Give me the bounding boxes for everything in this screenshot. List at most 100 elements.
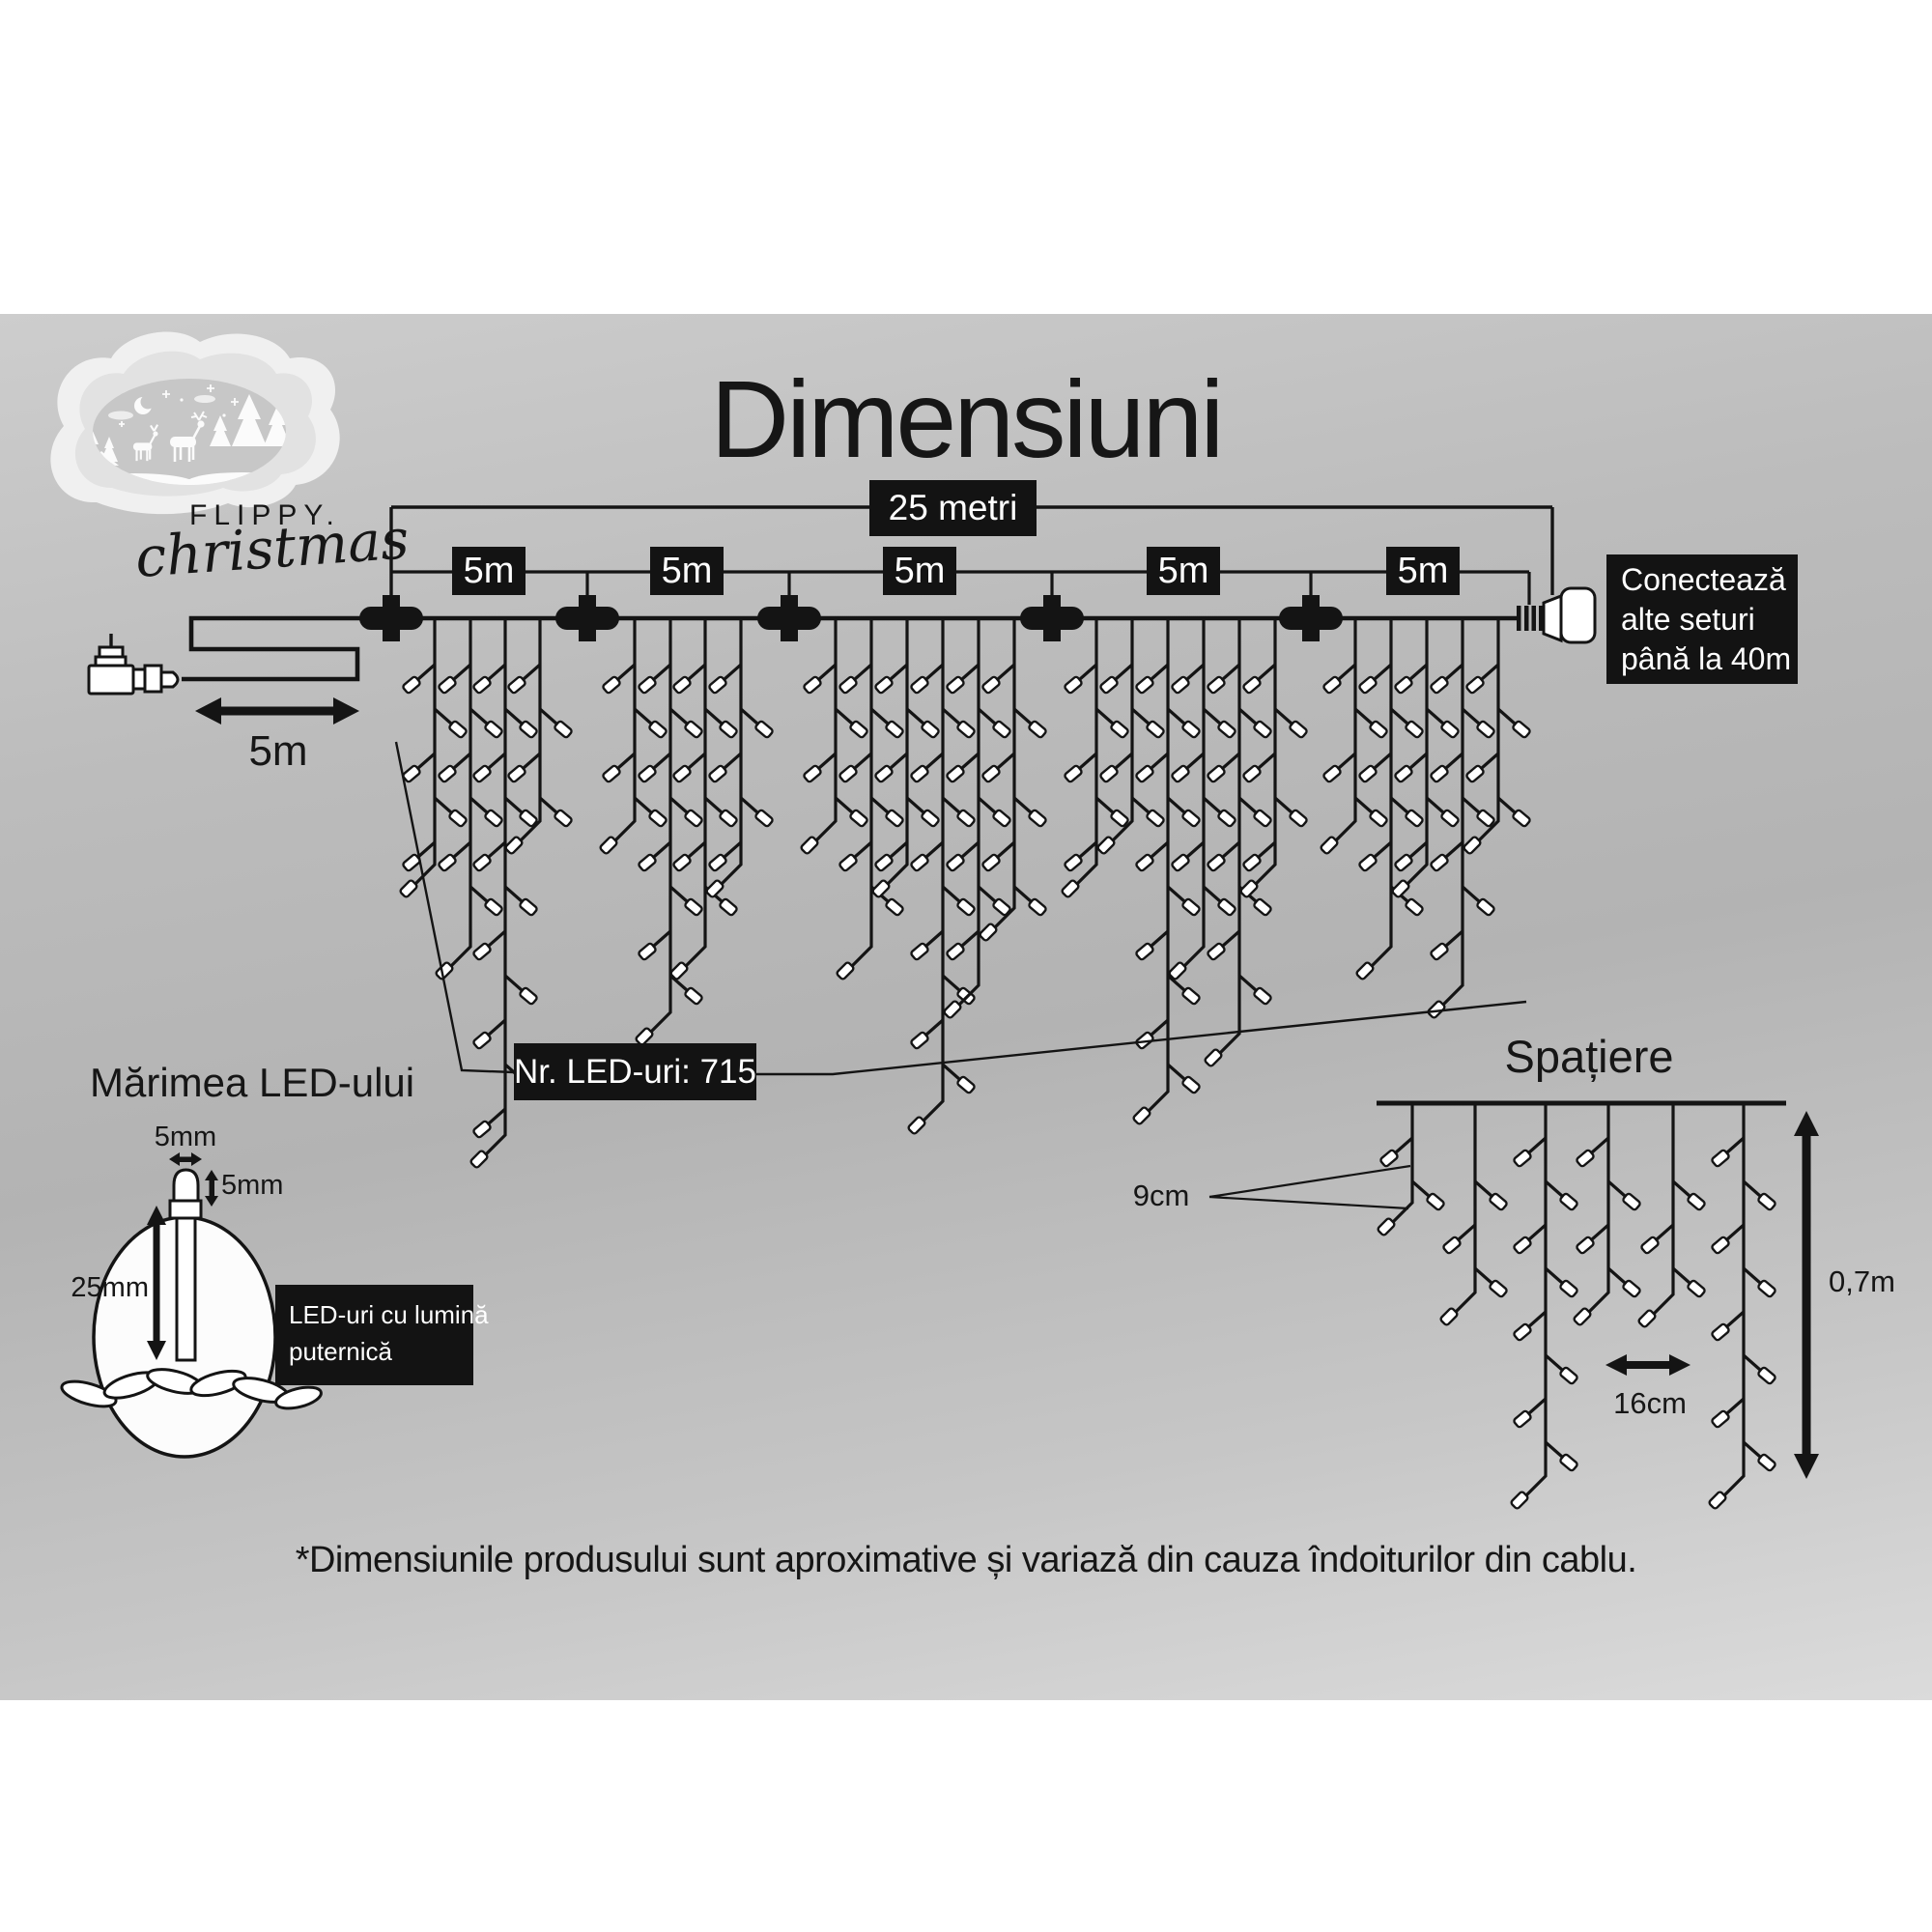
led-bulb [1207, 942, 1226, 961]
segment-length-badge: 5m [1386, 547, 1460, 595]
gap-pointer-lines [1208, 1164, 1411, 1210]
led-bulb [956, 720, 976, 739]
led-bulb [1253, 720, 1272, 739]
led-bulb [672, 764, 692, 783]
led-bulb [1207, 853, 1226, 872]
led-bulb [1171, 853, 1190, 872]
led-bulb [484, 897, 503, 917]
cable-connector-blob [555, 607, 619, 630]
icicle-strand [519, 620, 542, 842]
led-length-arrow-25mm [147, 1206, 166, 1360]
icicle-strand [850, 620, 873, 968]
spacing-gap-label: 9cm [1132, 1179, 1190, 1212]
twisted-cable-icon [60, 1368, 323, 1410]
led-bulb [504, 836, 524, 855]
led-bulb [1489, 1279, 1508, 1298]
led-bulb [1573, 1307, 1592, 1326]
led-bulb [803, 764, 822, 783]
led-width-label: 5mm [154, 1122, 217, 1152]
led-bulb [838, 764, 858, 783]
led-bulb [719, 809, 738, 828]
spacing-strands [1377, 1105, 1776, 1510]
cable-connector-blob [1020, 607, 1084, 630]
led-bulb [803, 675, 822, 695]
led-bulb [1440, 809, 1460, 828]
led-bulb [1513, 1409, 1532, 1429]
lead-cable [182, 615, 391, 682]
led-bulb [1358, 675, 1378, 695]
icicle-strand [720, 620, 743, 886]
led-bulb [921, 720, 940, 739]
led-bulb [1181, 986, 1201, 1006]
led-bulb [1757, 1366, 1776, 1385]
led-bulb [1513, 1149, 1532, 1168]
led-bulb [1217, 720, 1236, 739]
led-bulb [1181, 809, 1201, 828]
led-bulb [1476, 897, 1495, 917]
icicle-strand [1441, 620, 1464, 1007]
connect-note-line: Conectează [1621, 562, 1786, 597]
led-note-badge: LED-uri cu lumină puternică [275, 1285, 489, 1385]
led-bulb [910, 1031, 929, 1050]
led-bulb-drawing [168, 1168, 203, 1362]
led-bulb [946, 942, 965, 961]
icicle-strand [993, 620, 1016, 929]
led-bulb [1426, 1192, 1445, 1211]
led-bulb [684, 809, 703, 828]
led-bulb [979, 923, 998, 942]
led-bulb [472, 1120, 492, 1139]
led-bulb [1355, 961, 1375, 980]
total-length-badge: 25 metri [869, 480, 1037, 536]
led-bulb [448, 809, 468, 828]
led-count-pointers [394, 741, 1527, 1076]
pitch-arrow [1605, 1354, 1690, 1376]
led-bulb [1289, 720, 1308, 739]
led-bulb [1379, 1149, 1399, 1168]
led-bulb [1171, 764, 1190, 783]
led-bulb [602, 764, 621, 783]
led-bulb [519, 897, 538, 917]
led-bulb [635, 1027, 654, 1046]
led-bulb [1110, 720, 1129, 739]
led-bulb [399, 879, 418, 898]
led-bulb [472, 675, 492, 695]
led-bulb [1217, 809, 1236, 828]
led-bulb [1405, 809, 1424, 828]
spacing-drop-label: 0,7m [1829, 1264, 1895, 1298]
led-bulb [1442, 1236, 1462, 1255]
led-bulb [956, 897, 976, 917]
gray-gradient-background [0, 314, 1932, 1700]
led-size-heading: Mărimea LED-ului [90, 1060, 415, 1105]
icicle-strand [649, 620, 672, 1034]
led-bulb [1028, 720, 1047, 739]
led-bulb [943, 1000, 962, 1019]
led-bulb [1110, 809, 1129, 828]
led-bulb [402, 853, 421, 872]
icicle-strand [1477, 620, 1500, 842]
led-bulb [910, 764, 929, 783]
led-bulb [472, 853, 492, 872]
led-bulb [1757, 1279, 1776, 1298]
drop-height-arrow [1794, 1111, 1819, 1479]
led-bulb [1476, 720, 1495, 739]
led-bulb [1708, 1491, 1727, 1510]
led-bulb [1576, 1149, 1595, 1168]
led-bulb [472, 764, 492, 783]
led-bulb [874, 853, 894, 872]
led-bulb [956, 1075, 976, 1094]
led-bulb [1430, 675, 1449, 695]
led-bulb [1559, 1366, 1578, 1385]
page-title: Dimensiuni [710, 358, 1225, 480]
led-bulb [519, 986, 538, 1006]
led-bulb [1430, 942, 1449, 961]
led-bulb [507, 764, 526, 783]
led-bulb [438, 853, 457, 872]
led-height-arrow-5mm [205, 1170, 218, 1207]
led-bulb [1439, 1307, 1459, 1326]
led-length-label: 25mm [71, 1272, 149, 1303]
led-bulb [874, 675, 894, 695]
led-bulb [946, 675, 965, 695]
led-bulb [1430, 853, 1449, 872]
led-bulb [1427, 1000, 1446, 1019]
